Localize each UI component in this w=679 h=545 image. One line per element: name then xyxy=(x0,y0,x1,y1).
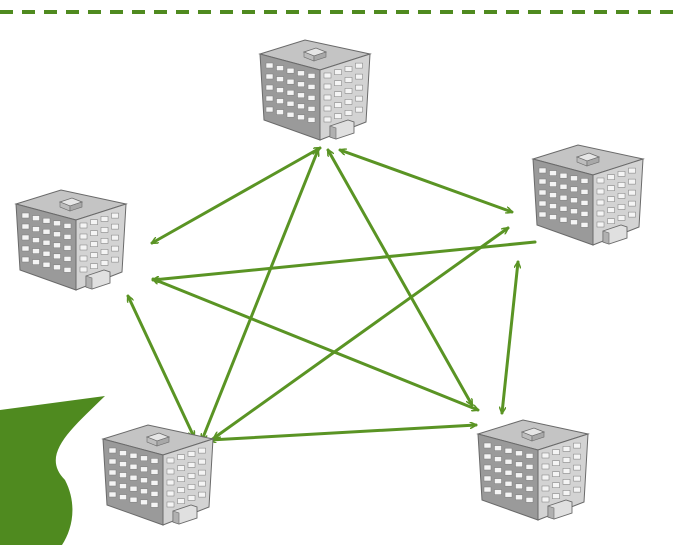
office-building-icon xyxy=(258,39,372,141)
office-building-icon xyxy=(476,419,590,521)
arrow-right-to-bottom-left xyxy=(212,226,510,440)
building-nodes xyxy=(14,39,645,526)
office-building-icon xyxy=(14,189,128,291)
arrow-left-to-bottom-right xyxy=(151,279,480,410)
office-building-icon xyxy=(101,424,215,526)
arrow-right-to-bottom-right xyxy=(502,260,518,415)
office-building-icon xyxy=(531,144,645,246)
arrow-top-to-bottom-left xyxy=(202,148,318,442)
arrow-left-to-bottom-left xyxy=(126,294,196,439)
connection-arrows xyxy=(126,146,537,442)
speech-bubble-callout xyxy=(0,396,105,545)
arrow-top-to-left xyxy=(150,146,322,245)
arrow-top-to-right xyxy=(338,150,514,212)
arrow-bottom-left-to-bottom-right xyxy=(208,425,478,440)
arrow-left-to-right xyxy=(151,240,537,280)
